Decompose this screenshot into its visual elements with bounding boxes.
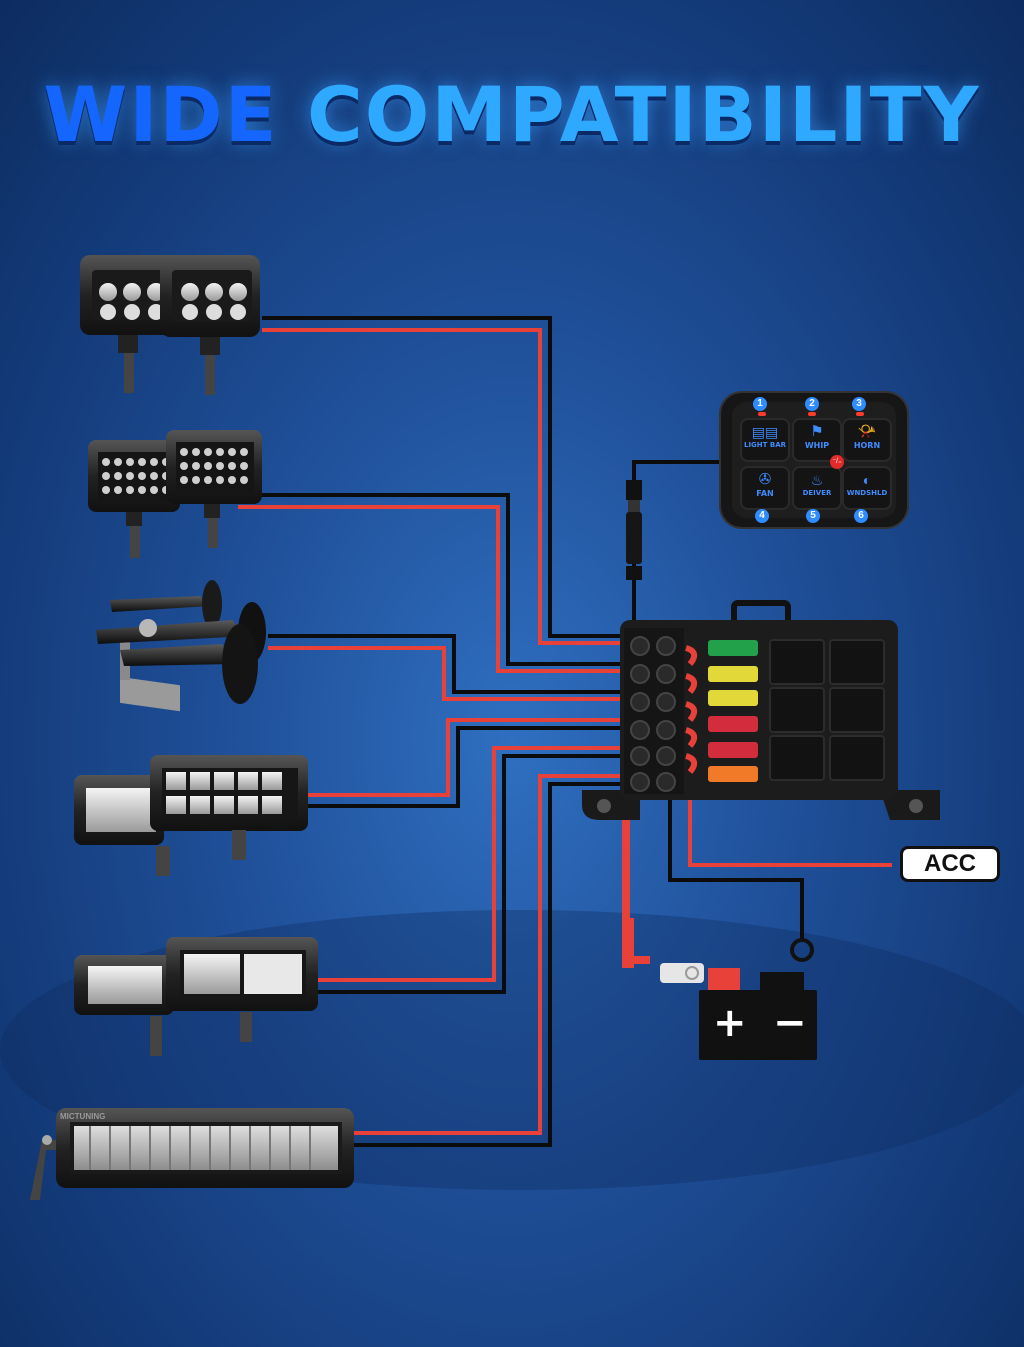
page-title: WIDE COMPATIBILITY xyxy=(0,70,1024,159)
fan-icon: ✇ xyxy=(758,471,772,488)
battery-terminals xyxy=(622,918,814,990)
switch-label-2: WHIP xyxy=(804,441,830,450)
device-air-horns xyxy=(96,580,266,712)
power-black xyxy=(668,800,804,940)
wire-black-5 xyxy=(316,754,622,994)
switch-label-6: WNDSHLD xyxy=(846,489,888,497)
title-word-2: COMPATIBILITY xyxy=(307,70,981,159)
seat-heater-icon: ♨ xyxy=(810,472,824,488)
acc-wire xyxy=(688,800,892,867)
wire-black-1 xyxy=(262,316,622,638)
switch-label-5: DEIVER xyxy=(802,489,832,497)
windshield-icon: ◐ xyxy=(862,472,872,488)
battery: + − xyxy=(699,990,817,1060)
indicator-led-1 xyxy=(758,412,766,416)
relays xyxy=(769,639,885,781)
switch-label-4: FAN xyxy=(756,489,774,498)
wire-black-4 xyxy=(306,726,622,808)
terminal-posts xyxy=(630,636,676,792)
wire-black-3 xyxy=(268,634,622,694)
switch-label-1: LIGHT BAR xyxy=(743,441,787,449)
wire-red-4 xyxy=(306,718,622,797)
wire-red-5 xyxy=(316,746,622,982)
switch-button-5[interactable]: ♨ DEIVER xyxy=(792,466,842,510)
switch-label-3: HORN xyxy=(853,441,881,450)
device-long-light-bar xyxy=(30,1108,354,1200)
fuses xyxy=(708,640,758,782)
switch-number-3: 3 xyxy=(852,397,866,411)
switch-number-6: 6 xyxy=(854,509,868,523)
brand-mark: MICTUNING xyxy=(60,1112,106,1121)
horn-icon: 📯 xyxy=(857,423,877,440)
light-bar-icon: ▤▤ xyxy=(751,424,779,440)
device-light-bars-5 xyxy=(74,937,318,1056)
wire-red-6 xyxy=(354,774,622,1135)
acc-label: ACC xyxy=(900,846,1000,882)
switch-number-1: 1 xyxy=(753,397,767,411)
battery-plus: + xyxy=(713,1000,747,1046)
whip-flag-icon: ⚑ xyxy=(810,423,824,440)
panel-cable xyxy=(632,460,722,622)
wire-red-1 xyxy=(262,328,622,645)
device-cube-pods-1 xyxy=(80,255,260,395)
switch-button-1[interactable]: ▤▤ LIGHT BAR xyxy=(740,418,790,462)
wire-red-2 xyxy=(238,505,622,673)
switch-button-3[interactable]: 📯 HORN xyxy=(842,418,892,462)
fuse-relay-box xyxy=(582,600,940,820)
indicator-led-2 xyxy=(808,412,816,416)
device-light-bars-4 xyxy=(74,755,308,876)
wire-red-3 xyxy=(268,646,622,701)
wires xyxy=(238,316,892,1147)
power-button[interactable]: ⁻/₌ xyxy=(830,455,844,469)
device-cube-pods-2 xyxy=(88,430,262,558)
switch-number-4: 4 xyxy=(755,509,769,523)
wire-black-2 xyxy=(238,493,622,666)
switch-number-2: 2 xyxy=(805,397,819,411)
switch-number-5: 5 xyxy=(806,509,820,523)
switch-button-6[interactable]: ◐ WNDSHLD xyxy=(842,466,892,510)
cable-connector xyxy=(626,480,642,580)
title-word-1: WIDE xyxy=(43,70,279,159)
wire-black-6 xyxy=(354,782,622,1147)
indicator-led-3 xyxy=(856,412,864,416)
switch-button-4[interactable]: ✇ FAN xyxy=(740,466,790,510)
battery-minus: − xyxy=(773,1000,807,1046)
switch-button-2[interactable]: ⚑ WHIP xyxy=(792,418,842,462)
